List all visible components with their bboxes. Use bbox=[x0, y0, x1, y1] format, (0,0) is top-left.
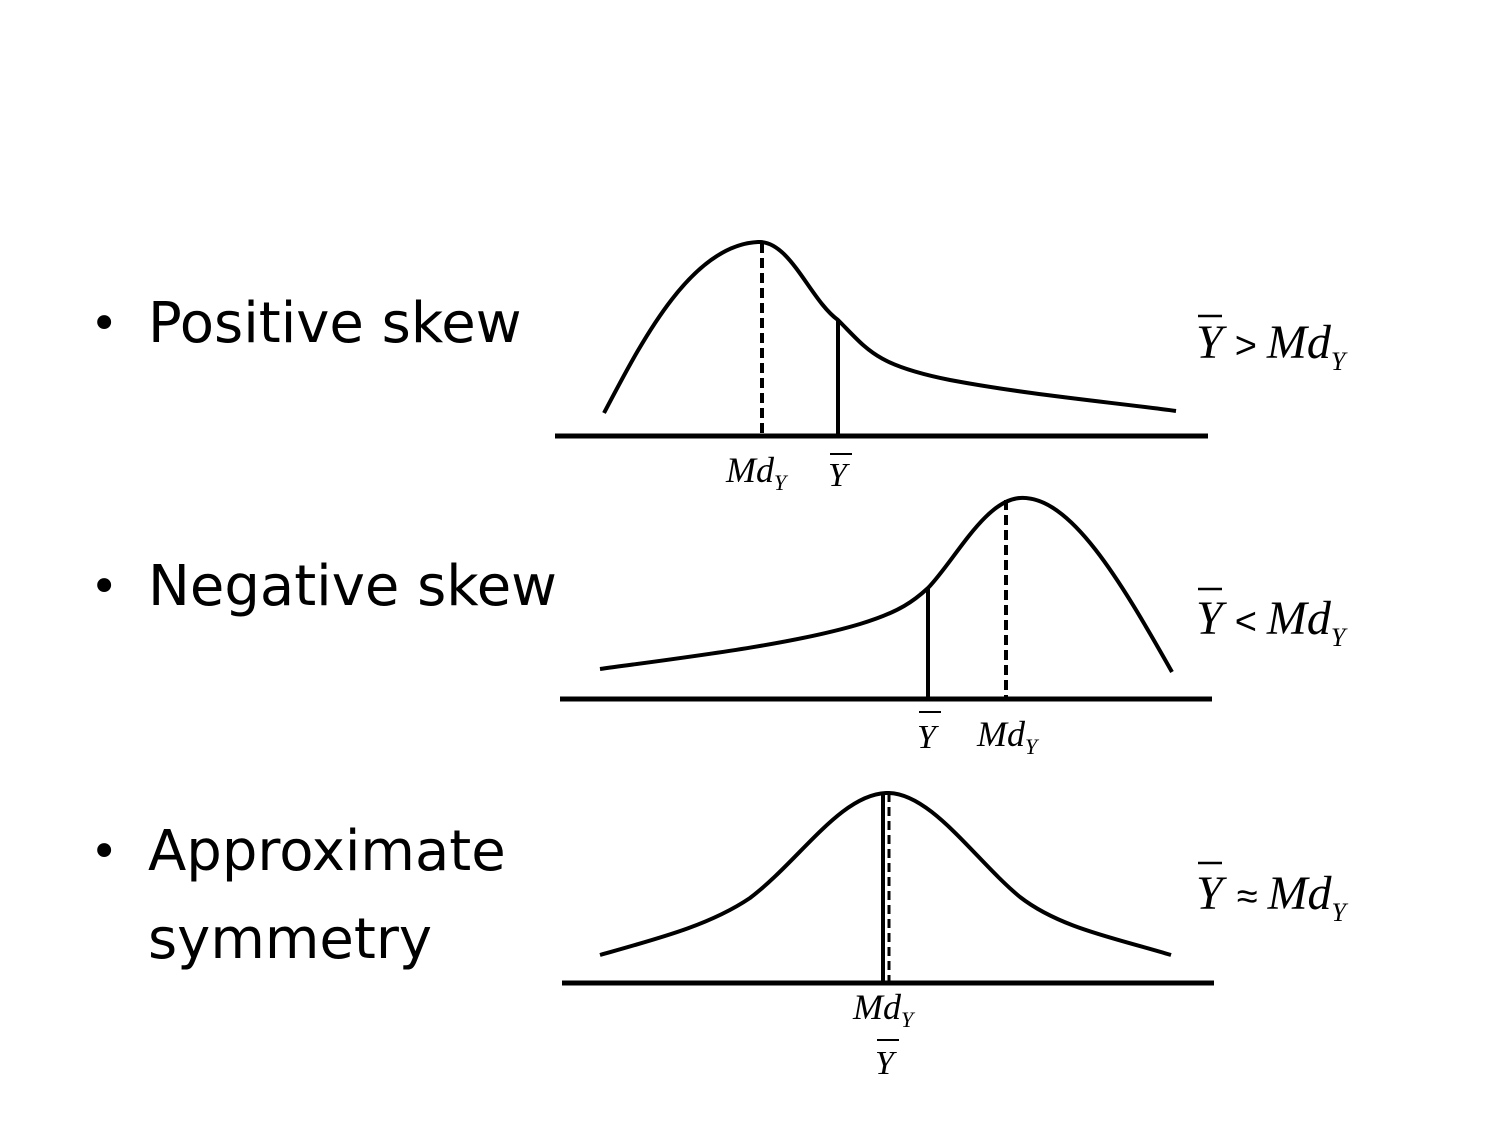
negative-median-label: MdY bbox=[976, 714, 1040, 759]
positive-relation: Y>MdY bbox=[1196, 316, 1348, 376]
positive-mean-label: Y bbox=[828, 457, 850, 494]
bullet-marker: • bbox=[90, 824, 119, 880]
symmetric-curve bbox=[599, 790, 1172, 957]
positive-skew-diagram: MdY Y Y>MdY bbox=[555, 239, 1348, 495]
bullet-positive-skew: • Positive skew bbox=[90, 280, 522, 368]
positive-median-label: MdY bbox=[725, 450, 789, 495]
symmetric-diagram: MdY Y Y≈MdY bbox=[562, 790, 1349, 1082]
negative-mean-label: Y bbox=[917, 719, 939, 756]
symmetric-relation: Y≈MdY bbox=[1196, 867, 1349, 927]
negative-skew-diagram: Y MdY Y<MdY bbox=[560, 495, 1348, 759]
bullet-marker: • bbox=[90, 559, 119, 615]
bullet-negative-skew: • Negative skew bbox=[90, 543, 557, 631]
negative-curve bbox=[599, 495, 1174, 673]
bullet-marker: • bbox=[90, 296, 119, 352]
positive-curve bbox=[602, 239, 1177, 414]
bullet-approximate-symmetry: • Approximate symmetry bbox=[90, 808, 548, 984]
symmetric-median-label: MdY bbox=[852, 987, 916, 1032]
bullet-text: Positive skew bbox=[148, 291, 522, 356]
bullet-text: Approximate symmetry bbox=[148, 819, 506, 972]
negative-relation: Y<MdY bbox=[1196, 592, 1348, 652]
bullet-text: Negative skew bbox=[148, 554, 557, 619]
symmetric-mean-label: Y bbox=[875, 1045, 897, 1082]
